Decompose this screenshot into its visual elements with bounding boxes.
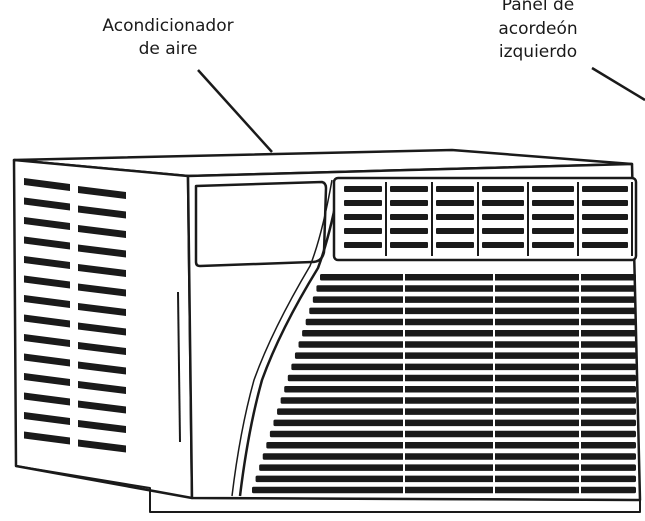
- side-vent-slot: [78, 420, 126, 433]
- grille-bar: [252, 486, 636, 494]
- louver-bar: [390, 242, 428, 248]
- louver-bar: [390, 200, 428, 206]
- side-vent-slot: [78, 264, 126, 277]
- grille-bar: [284, 386, 636, 393]
- side-vent-slot: [78, 381, 126, 394]
- air-conditioner-label-line-1: Acondicionador: [102, 16, 233, 36]
- air-conditioner-label-line-2: de aire: [139, 39, 198, 59]
- louver-bar: [482, 200, 524, 206]
- louver-bar: [582, 214, 628, 220]
- side-vent-slot: [24, 392, 70, 406]
- louver-bar: [344, 186, 382, 192]
- side-vent-slot: [24, 178, 70, 191]
- grille-bar: [302, 330, 636, 337]
- side-vent-slot: [78, 225, 126, 238]
- grille-bar: [262, 453, 636, 460]
- side-vent-slot: [24, 236, 70, 250]
- front-panel-curve: [238, 181, 342, 497]
- side-vent-slot: [24, 353, 70, 367]
- side-vent-slot: [78, 342, 126, 355]
- side-vent-slot: [78, 361, 126, 375]
- side-vent-slot: [78, 322, 126, 336]
- grille-bar: [305, 318, 636, 326]
- side-vent-slot: [78, 283, 126, 297]
- side-vent-slot: [24, 314, 70, 328]
- louver-bar: [344, 228, 382, 234]
- front-grille: [252, 270, 636, 494]
- side-vent-slot: [78, 400, 126, 414]
- louver-bar: [532, 214, 574, 220]
- louver-bar: [482, 228, 524, 234]
- side-vent-slot: [24, 334, 70, 347]
- louver-bar: [532, 186, 574, 192]
- side-edge-line: [177, 291, 181, 443]
- side-vent-slot: [78, 205, 126, 219]
- louver-bar: [482, 186, 524, 192]
- louver-bar: [582, 186, 628, 192]
- louver-bar: [436, 228, 474, 234]
- accordion-label-line-1: Panel de: [502, 0, 575, 15]
- side-vent-slot: [24, 373, 70, 386]
- louver-bar: [532, 242, 574, 248]
- louver-bar: [436, 214, 474, 220]
- grille-bar: [266, 442, 636, 449]
- louver-bar: [344, 214, 382, 220]
- louver-bar: [436, 200, 474, 206]
- louver-bar: [344, 200, 382, 206]
- air-conditioner-leader-line: [197, 69, 273, 153]
- louver-bar: [390, 228, 428, 234]
- side-vent-slot: [24, 412, 70, 425]
- side-vent-slot: [24, 217, 70, 230]
- grille-bar: [320, 274, 636, 281]
- side-vent-slots: [24, 178, 126, 453]
- louver-bar: [482, 242, 524, 248]
- grille-bar: [312, 296, 636, 303]
- accordion-label-line-3: izquierdo: [499, 42, 577, 62]
- front-panel-curve-inner: [231, 179, 333, 497]
- louver-bar: [532, 200, 574, 206]
- louver-bar: [532, 228, 574, 234]
- grille-bar: [259, 464, 636, 471]
- side-vent-slot: [78, 186, 126, 199]
- grille-bar: [287, 374, 636, 382]
- accordion-label-line-2: acordeón: [498, 19, 577, 39]
- side-vent-slot: [24, 431, 70, 445]
- side-vent-slot: [78, 244, 126, 258]
- air-conditioner-label: Acondicionador de aire: [102, 16, 233, 59]
- accordion-leader-line: [591, 66, 645, 102]
- side-vent-slot: [24, 256, 70, 269]
- side-vent-slot: [24, 197, 70, 211]
- grille-bar: [316, 285, 636, 292]
- louver-bar: [582, 242, 628, 248]
- louver-bar: [436, 186, 474, 192]
- grille-bar: [277, 408, 636, 415]
- side-vent-slot: [78, 303, 126, 316]
- side-vent-slot: [24, 295, 70, 308]
- unit-base: [15, 465, 641, 513]
- left-accordion-panel-label: Panel de acordeón izquierdo: [498, 0, 577, 62]
- louver-bar: [390, 214, 428, 220]
- louver-bar: [436, 242, 474, 248]
- side-vent-slot: [24, 275, 70, 289]
- louver-bar: [582, 228, 628, 234]
- louver-bar: [390, 186, 428, 192]
- louver-bar: [344, 242, 382, 248]
- upper-louver-grid: [344, 182, 633, 256]
- grille-bar: [291, 363, 636, 371]
- grille-bar: [280, 397, 636, 404]
- side-vent-slot: [78, 439, 126, 453]
- grille-bar: [309, 307, 636, 315]
- grille-bar: [273, 419, 636, 427]
- louver-bar: [482, 214, 524, 220]
- grille-bar: [255, 475, 636, 483]
- control-panel-window: [194, 180, 328, 268]
- louver-bar: [582, 200, 628, 206]
- grille-bar: [298, 341, 636, 348]
- grille-bar: [294, 352, 636, 359]
- grille-bar: [269, 430, 636, 438]
